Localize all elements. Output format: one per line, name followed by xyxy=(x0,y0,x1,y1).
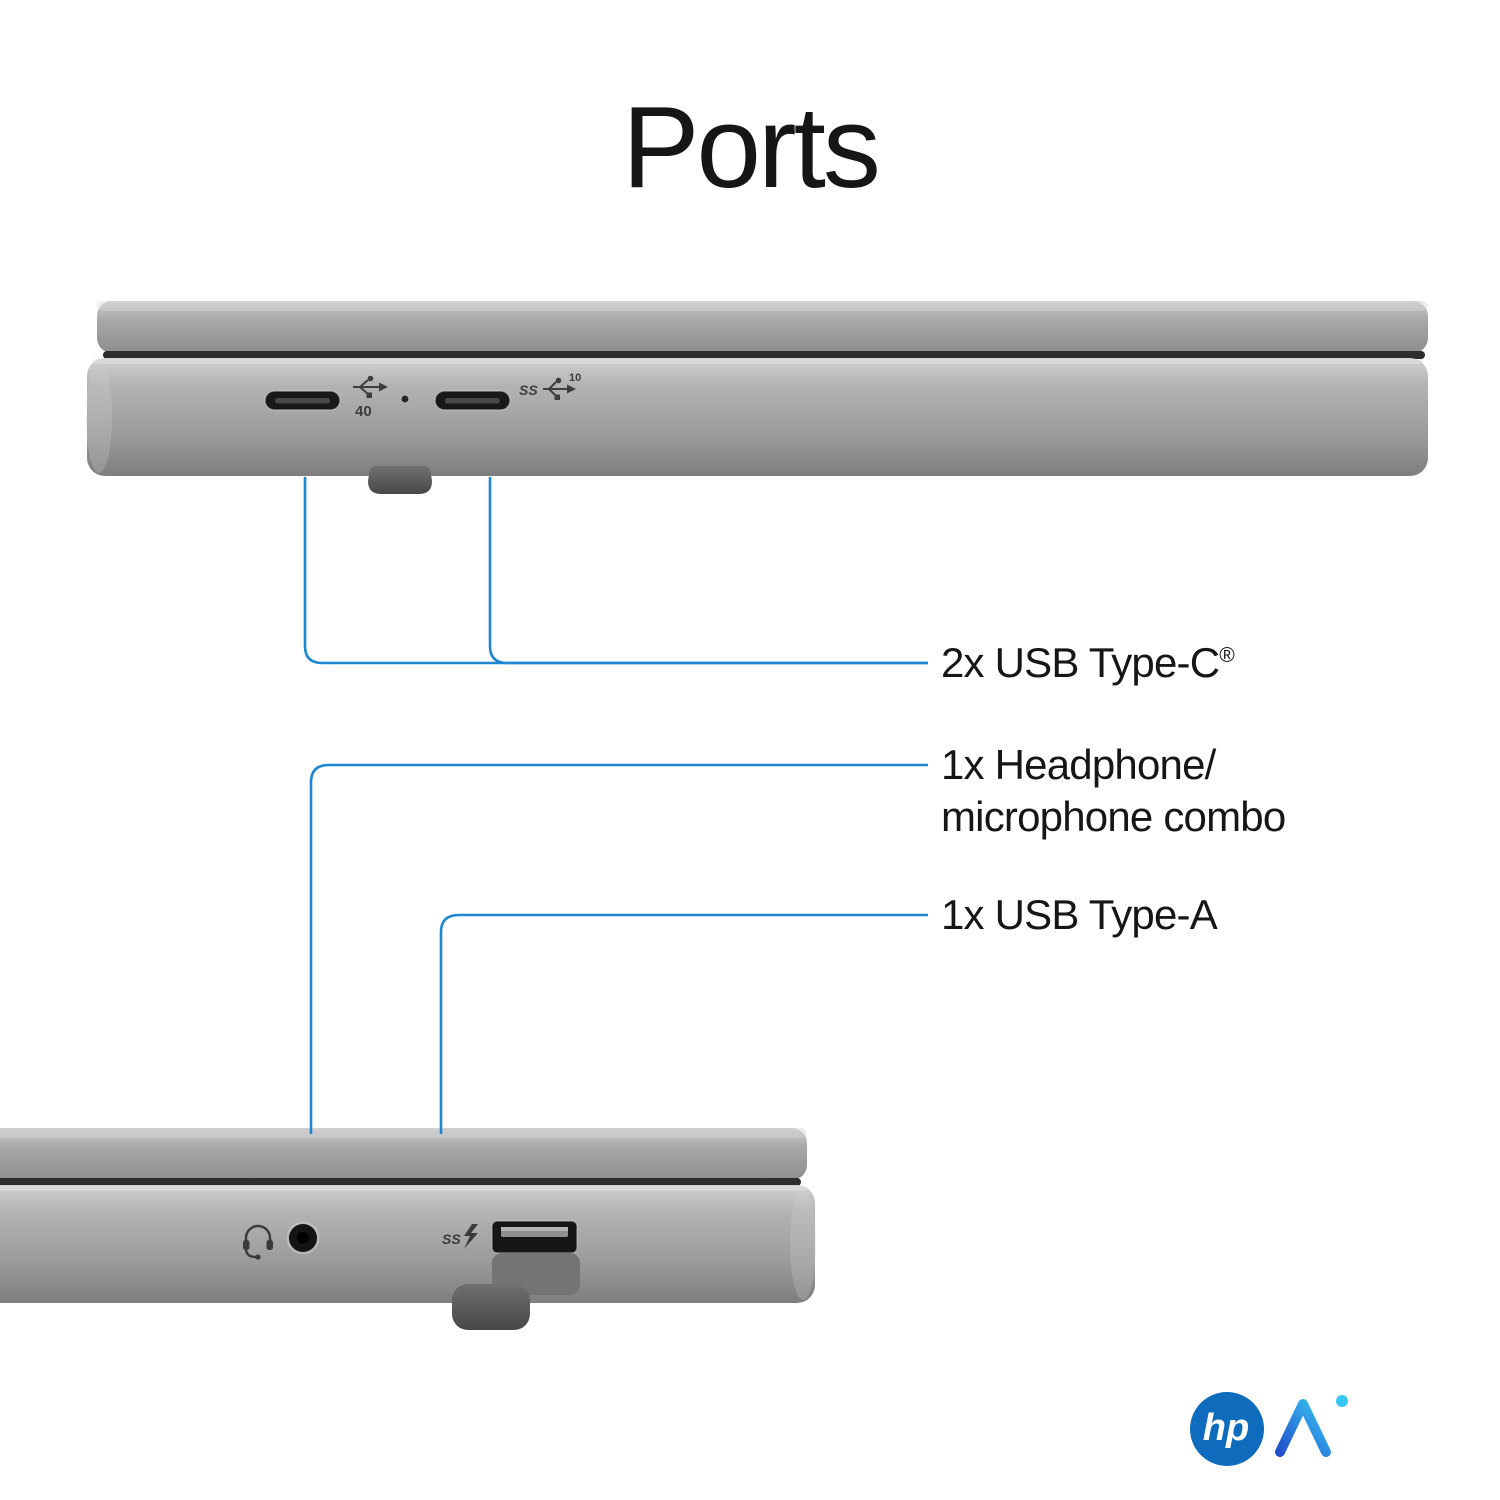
headphone-jack xyxy=(286,1221,320,1255)
hp-logo-disc xyxy=(1190,1392,1264,1466)
ss-label: SS xyxy=(519,382,538,398)
base-edge-highlight xyxy=(86,361,112,473)
hp-ai-logo xyxy=(1275,1395,1348,1457)
usb-c-port-2 xyxy=(434,390,511,411)
ss-label: SS xyxy=(442,1231,461,1247)
usb-sleep-charge-icon: SS xyxy=(442,1224,478,1249)
laptop-side-view-top: 40 SS 10 xyxy=(86,301,1428,494)
rubber-foot xyxy=(368,466,432,494)
ai-caret-stroke xyxy=(1275,1399,1331,1457)
headphone-label-line2: microphone combo xyxy=(941,793,1286,840)
usb4-40gbps-icon: 40 xyxy=(353,375,388,420)
hp-logo-text: hp xyxy=(1203,1407,1249,1449)
laptop-base xyxy=(86,358,1428,476)
brand-logos: hp xyxy=(1190,1392,1348,1466)
ai-i-dot xyxy=(1336,1395,1348,1407)
usb4-speed-label: 40 xyxy=(355,403,372,420)
callout-label-usb-a: 1x USB Type-A xyxy=(941,889,1218,941)
callout-line-usb-c-2 xyxy=(488,477,928,665)
usb-c-label-text: 2x USB Type-C xyxy=(941,639,1220,686)
charging-led xyxy=(401,395,409,403)
lid-base-gap xyxy=(103,351,1425,359)
base-body xyxy=(87,358,1428,476)
rubber-foot xyxy=(452,1284,530,1330)
usb-a-port xyxy=(491,1220,578,1254)
lid-top-highlight xyxy=(97,301,1428,311)
usb-c-port-1 xyxy=(264,390,341,411)
headset-icon xyxy=(243,1224,273,1260)
callout-line-usb-a xyxy=(439,913,928,1134)
lightning-bolt-icon xyxy=(464,1224,478,1249)
callout-label-usb-c: 2x USB Type-C® xyxy=(941,637,1235,689)
laptop-lid xyxy=(97,301,1428,353)
callout-label-headphone: 1x Headphone/ microphone combo xyxy=(941,739,1286,843)
callout-line-headphone xyxy=(309,763,928,1134)
registered-trademark: ® xyxy=(1219,644,1234,667)
laptop-base xyxy=(0,1185,816,1303)
laptop-lid xyxy=(0,1128,807,1180)
page-title: Ports xyxy=(622,82,881,212)
usb-ss10-icon: SS 10 xyxy=(519,372,581,400)
base-top-highlight xyxy=(93,359,1423,364)
laptop-side-view-bottom: SS xyxy=(0,1128,816,1330)
usb-a-label-text: 1x USB Type-A xyxy=(941,891,1218,938)
hp-logo: hp xyxy=(1190,1392,1264,1466)
lid-base-gap xyxy=(0,1178,801,1186)
callout-line-usb-c-1 xyxy=(303,477,928,665)
headphone-label-line1: 1x Headphone/ xyxy=(941,741,1216,788)
ss-speed-label: 10 xyxy=(569,372,581,384)
lid-body xyxy=(97,301,1428,353)
